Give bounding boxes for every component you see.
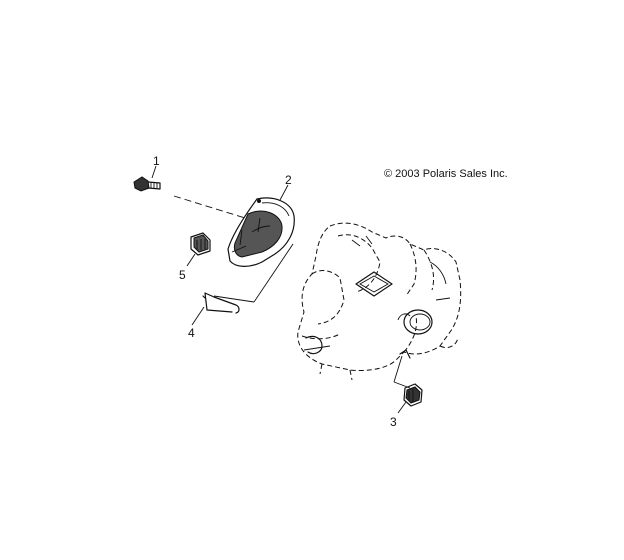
part-3-grommet xyxy=(403,383,423,407)
callout-1: 1 xyxy=(153,154,160,168)
part-2-cover xyxy=(227,197,295,267)
callout-3: 3 xyxy=(390,415,397,429)
part-4-spring xyxy=(202,292,240,314)
leader-3 xyxy=(397,401,407,414)
leader-2 xyxy=(279,184,289,201)
mount-stud xyxy=(399,349,411,359)
leader-5 xyxy=(186,253,196,267)
leader-1 xyxy=(151,165,157,179)
assembly-line-4 xyxy=(393,355,403,383)
part-1-bolt xyxy=(133,176,161,192)
engine-housing-outline xyxy=(297,222,462,381)
copyright-notice: © 2003 Polaris Sales Inc. xyxy=(384,168,508,180)
callout-2: 2 xyxy=(285,173,292,187)
leader-4 xyxy=(191,306,205,326)
assembly-line-1 xyxy=(173,195,246,219)
part-5-clip xyxy=(190,232,211,256)
callout-5: 5 xyxy=(179,268,186,282)
assembly-line-3 xyxy=(213,295,255,303)
callout-4: 4 xyxy=(188,326,195,340)
assembly-line-2 xyxy=(253,243,294,303)
